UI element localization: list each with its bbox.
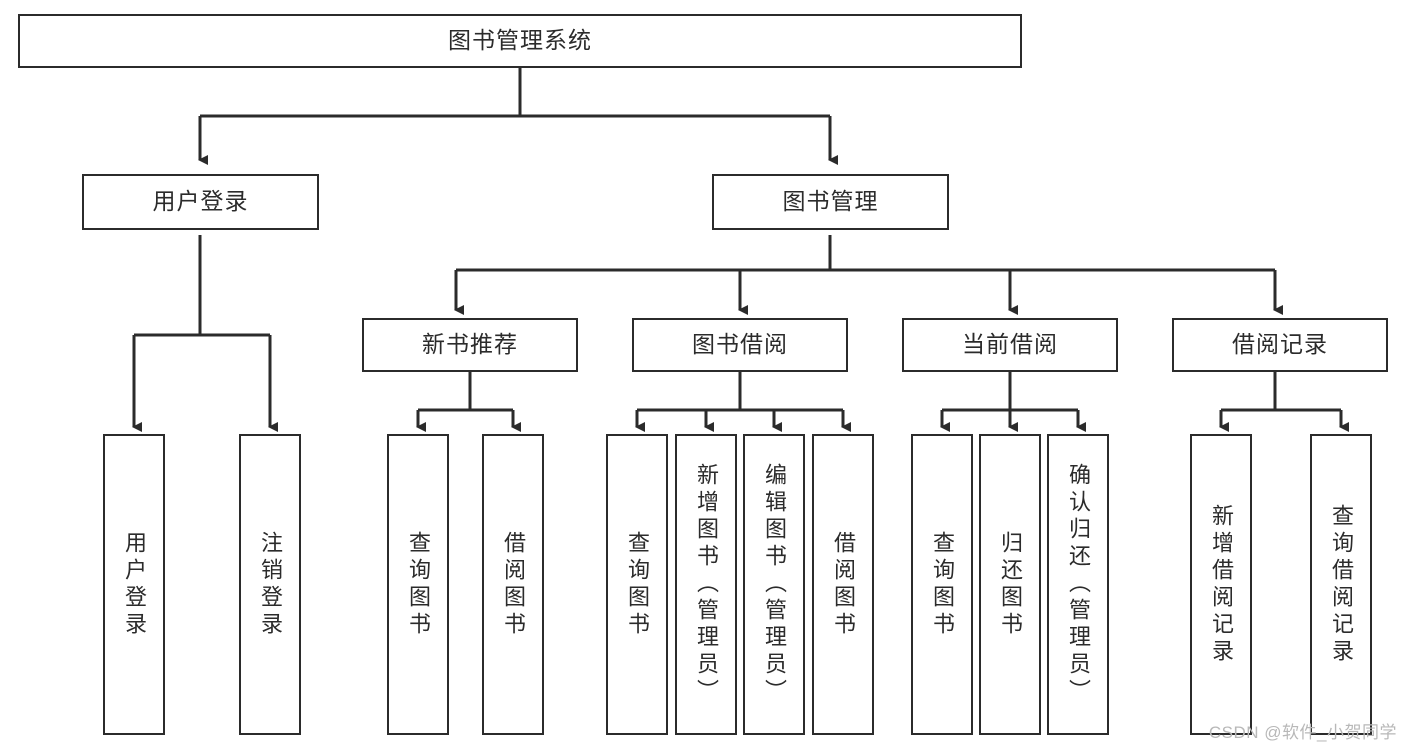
- leaf-borrow-book-2-label: 借阅图书: [831, 530, 856, 639]
- node-current-borrow-label: 当前借阅: [962, 331, 1058, 358]
- leaf-confirm-return[interactable]: 确认归还（管理员）: [1047, 434, 1109, 735]
- node-new-book-recommend[interactable]: 新书推荐: [362, 318, 578, 372]
- leaf-add-record[interactable]: 新增借阅记录: [1190, 434, 1252, 735]
- leaf-query-record-label: 查询借阅记录: [1329, 503, 1354, 666]
- leaf-return-book-label: 归还图书: [998, 530, 1023, 639]
- leaf-query-book-3-label: 查询图书: [930, 530, 955, 639]
- leaf-add-book[interactable]: 新增图书（管理员）: [675, 434, 737, 735]
- leaf-confirm-return-label: 确认归还（管理员）: [1066, 463, 1091, 706]
- node-root-label: 图书管理系统: [448, 27, 592, 54]
- leaf-query-book-2-label: 查询图书: [625, 530, 650, 639]
- leaf-borrow-book-1[interactable]: 借阅图书: [482, 434, 544, 735]
- leaf-query-book-1[interactable]: 查询图书: [387, 434, 449, 735]
- leaf-query-book-1-label: 查询图书: [406, 530, 431, 639]
- leaf-query-book-2[interactable]: 查询图书: [606, 434, 668, 735]
- leaf-logout-login[interactable]: 注销登录: [239, 434, 301, 735]
- node-user-login[interactable]: 用户登录: [82, 174, 319, 230]
- leaf-borrow-book-2[interactable]: 借阅图书: [812, 434, 874, 735]
- node-book-borrow-label: 图书借阅: [692, 331, 788, 358]
- node-book-manage[interactable]: 图书管理: [712, 174, 949, 230]
- leaf-user-login-label: 用户登录: [122, 530, 147, 639]
- leaf-return-book[interactable]: 归还图书: [979, 434, 1041, 735]
- leaf-logout-login-label: 注销登录: [258, 530, 283, 639]
- node-book-borrow[interactable]: 图书借阅: [632, 318, 848, 372]
- leaf-user-login[interactable]: 用户登录: [103, 434, 165, 735]
- leaf-query-record[interactable]: 查询借阅记录: [1310, 434, 1372, 735]
- leaf-borrow-book-1-label: 借阅图书: [501, 530, 526, 639]
- leaf-add-record-label: 新增借阅记录: [1209, 503, 1234, 666]
- csdn-watermark: CSDN @软件_小贺同学: [1208, 723, 1397, 742]
- leaf-add-book-label: 新增图书（管理员）: [694, 463, 719, 706]
- node-book-manage-label: 图书管理: [782, 188, 879, 215]
- node-borrow-record[interactable]: 借阅记录: [1172, 318, 1388, 372]
- node-borrow-record-label: 借阅记录: [1232, 331, 1328, 358]
- leaf-query-book-3[interactable]: 查询图书: [911, 434, 973, 735]
- node-root[interactable]: 图书管理系统: [18, 14, 1022, 68]
- node-new-book-recommend-label: 新书推荐: [422, 331, 518, 358]
- node-current-borrow[interactable]: 当前借阅: [902, 318, 1118, 372]
- leaf-edit-book[interactable]: 编辑图书（管理员）: [743, 434, 805, 735]
- node-user-login-label: 用户登录: [152, 188, 249, 215]
- leaf-edit-book-label: 编辑图书（管理员）: [762, 463, 787, 706]
